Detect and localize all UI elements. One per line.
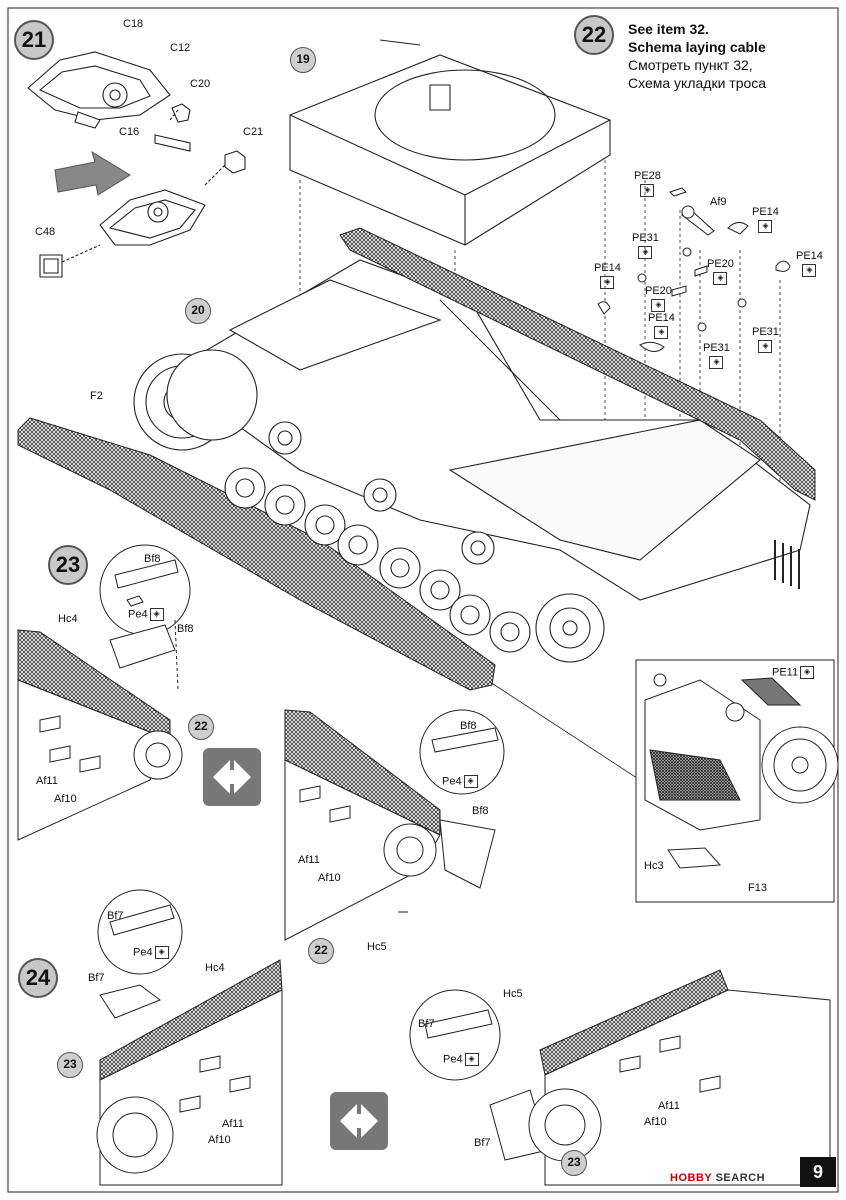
step-24-callout: 24 — [18, 958, 58, 998]
af11c-label: Af11 — [222, 1118, 244, 1130]
hc4a-label: Hc4 — [58, 613, 78, 625]
part-20-callout: 20 — [185, 298, 211, 324]
photo-etch-icon: ◈ — [802, 264, 817, 277]
photo-etch-icon: ◈ — [758, 340, 773, 353]
hc5b-label: Hc5 — [503, 988, 523, 1000]
photo-etch-icon: ◈ — [464, 1053, 479, 1066]
ref-23b-callout: 23 — [561, 1150, 587, 1176]
step23-left-drawing — [17, 544, 191, 841]
photo-etch-icon: ◈ — [651, 299, 666, 312]
note-en-1: See item 32. — [628, 21, 709, 37]
step-21-callout: 21 — [14, 20, 54, 60]
step23-right-drawing — [284, 709, 505, 941]
bf7a-label: Bf7 — [107, 910, 124, 922]
pe31a-label: PE31◈ — [632, 232, 659, 259]
photo-etch-icon: ◈ — [638, 246, 653, 259]
mirror-icon-2 — [330, 1092, 388, 1150]
step21-drawing — [27, 51, 246, 278]
af11b-label: Af11 — [298, 854, 320, 866]
photo-etch-icon: ◈ — [463, 775, 478, 788]
watermark: HOBBY SEARCH — [670, 1172, 766, 1184]
bf8c-label: Bf8 — [460, 720, 477, 732]
photo-etch-parts — [597, 187, 791, 352]
hc3-label: Hc3 — [644, 860, 664, 872]
superstructure-part — [289, 39, 611, 246]
photo-etch-icon: ◈ — [600, 276, 615, 289]
af11a-label: Af11 — [36, 775, 58, 787]
photo-etch-icon: ◈ — [713, 272, 728, 285]
mirror-icon-1 — [203, 748, 261, 806]
part-c16-label: C16 — [119, 126, 140, 138]
pe14d-label: PE14◈ — [648, 312, 675, 339]
pe31c-label: PE31◈ — [703, 342, 730, 369]
drive-sprocket — [133, 349, 258, 451]
page-number: 9 — [800, 1157, 836, 1187]
pe4b-label: Pe4◈ — [442, 775, 478, 788]
pe20a-label: PE20◈ — [707, 258, 734, 285]
pe14a-label: PE14◈ — [752, 206, 779, 233]
photo-etch-icon: ◈ — [640, 184, 655, 197]
part-c12-label: C12 — [170, 42, 191, 54]
pe14c-label: PE14◈ — [594, 262, 621, 289]
af9-label: Af9 — [710, 196, 727, 208]
part-c20-label: C20 — [190, 78, 211, 90]
af11d-label: Af11 — [658, 1100, 680, 1112]
pe28-label: PE28◈ — [634, 170, 661, 197]
photo-etch-icon: ◈ — [800, 666, 815, 679]
step24-left-drawing — [96, 889, 283, 1186]
af10d-label: Af10 — [644, 1116, 667, 1128]
bf7b-label: Bf7 — [88, 972, 105, 984]
pe11-label: PE11◈ — [772, 666, 815, 679]
step-22-callout: 22 — [574, 15, 614, 55]
hc5a-label: Hc5 — [367, 941, 387, 953]
hull-part — [189, 259, 811, 601]
ref-23a-callout: 23 — [57, 1052, 83, 1078]
photo-etch-icon: ◈ — [149, 608, 164, 621]
part-19-callout: 19 — [290, 47, 316, 73]
pe20b-label: PE20◈ — [645, 285, 672, 312]
pe4c-label: Pe4◈ — [133, 946, 169, 959]
step-23-callout: 23 — [48, 545, 88, 585]
bf8d-label: Bf8 — [472, 805, 489, 817]
direction-arrow — [54, 150, 131, 196]
pe31b-label: PE31◈ — [752, 326, 779, 353]
step24-right-drawing — [409, 969, 831, 1186]
part-c18-label: C18 — [123, 18, 144, 30]
note-ru-1: Смотреть пункт 32, — [628, 57, 753, 73]
ref-22b-callout: 22 — [308, 938, 334, 964]
ref-22a-callout: 22 — [188, 714, 214, 740]
photo-etch-icon: ◈ — [654, 326, 669, 339]
f13-label: F13 — [748, 882, 767, 894]
bf7c-label: Bf7 — [418, 1018, 435, 1030]
photo-etch-icon: ◈ — [709, 356, 724, 369]
part-c21-label: C21 — [243, 126, 264, 138]
right-fender — [339, 227, 816, 501]
bf7d-label: Bf7 — [474, 1137, 491, 1149]
photo-etch-icon: ◈ — [758, 220, 773, 233]
left-fender-f2 — [17, 417, 496, 691]
pe14b-label: PE14◈ — [796, 250, 823, 277]
watermark-rest: SEARCH — [715, 1172, 766, 1184]
note-en-2: Schema laying cable — [628, 39, 766, 55]
hc4b-label: Hc4 — [205, 962, 225, 974]
bf8a-label: Bf8 — [144, 553, 161, 565]
exhaust-pipes — [774, 540, 800, 589]
detail-inset — [635, 659, 839, 903]
note-ru-2: Схема укладки троса — [628, 75, 767, 91]
af10a-label: Af10 — [54, 793, 77, 805]
photo-etch-icon: ◈ — [154, 946, 169, 959]
part-c48-label: C48 — [35, 226, 56, 238]
part-f2-label: F2 — [90, 390, 103, 402]
af10b-label: Af10 — [318, 872, 341, 884]
pe4a-label: Pe4◈ — [128, 608, 164, 621]
af10c-label: Af10 — [208, 1134, 231, 1146]
assembly-note: See item 32. Schema laying cable Смотрет… — [628, 20, 766, 92]
bf8b-label: Bf8 — [177, 623, 194, 635]
pe4d-label: Pe4◈ — [443, 1053, 479, 1066]
road-wheels — [224, 421, 605, 663]
